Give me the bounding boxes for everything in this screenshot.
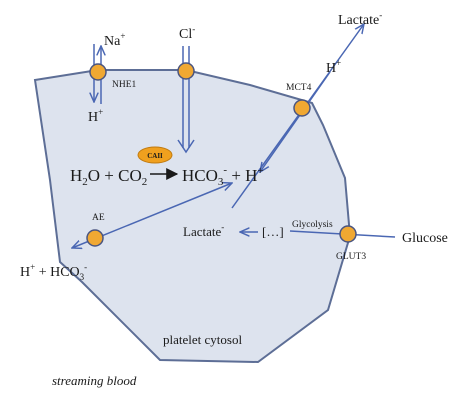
reaction-products: HCO3- + H+ [182,164,264,188]
ae-label: AE [92,213,105,223]
caii-label: CAII [147,152,163,160]
glycolysis-label: Glycolysis [292,220,333,230]
nhe1-transporter [89,63,107,81]
cl-ion-label: Cl- [179,24,195,42]
mct4-h-ion-label: H+ [326,58,341,76]
ae-ions-label: H+ + HCO3- [20,262,87,282]
ae-transporter [86,229,104,247]
glut3-label: GLUT3 [336,252,366,262]
lactate-in-label: Lactate- [183,222,224,239]
cl-channel [177,62,195,80]
glucose-label: Glucose [402,231,448,246]
mct4-transporter [293,99,311,117]
mct4-arrow-out [231,24,364,209]
mct4-arrow-h [260,71,331,172]
nhe1-h-ion-label: H+ [88,107,103,125]
cl-arrow-head [177,139,195,154]
cytosol-label: platelet cytosol [163,332,242,347]
nhe1-label: NHE1 [112,80,137,90]
mct4-label: MCT4 [286,83,312,93]
na-ion-label: Na+ [104,31,125,49]
caii-enzyme [137,146,173,164]
ellipsis-label: […] [262,224,284,239]
glut3-transporter [339,225,357,243]
streaming-blood-label: streaming blood [52,373,137,388]
lactate-out-label: Lactate- [338,10,382,28]
reaction-reactants: H2O + CO2 [70,166,147,188]
